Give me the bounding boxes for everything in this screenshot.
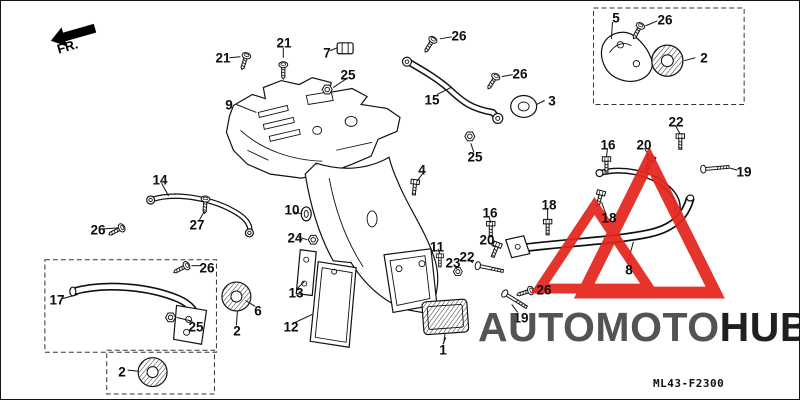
part-callout-21: 21 (276, 35, 292, 51)
nut-icon (464, 131, 476, 142)
part-callout-18: 18 (541, 197, 557, 213)
nut-icon (165, 312, 177, 323)
part-callout-16: 16 (600, 137, 616, 153)
leader-lines (62, 20, 738, 372)
bolt-icon (435, 253, 444, 268)
part-callout-21: 21 (215, 50, 231, 66)
subassembly-box-left (44, 259, 217, 353)
nut-icon (321, 84, 333, 95)
part-callout-20: 20 (479, 232, 495, 248)
long-bolt-icon (699, 162, 730, 174)
watermark-brand-primary: AUTOMOTO (478, 304, 720, 350)
part-callout-23: 23 (445, 255, 461, 271)
part-callout-11: 11 (429, 239, 445, 255)
screw-icon (483, 71, 502, 92)
part-callout-8: 8 (625, 262, 633, 278)
part-callout-26: 26 (657, 12, 673, 28)
part-callout-26: 26 (90, 222, 106, 238)
screw-icon (421, 34, 439, 55)
part-callout-20: 20 (636, 137, 652, 153)
subassembly-box-bottom-left (106, 349, 215, 395)
watermark-brand-secondary: HUB (719, 304, 799, 350)
part-callout-5: 5 (612, 10, 620, 26)
bolt-icon (542, 218, 553, 236)
part-callout-6: 6 (254, 303, 262, 319)
part-callout-25: 25 (467, 149, 483, 165)
part-15-bracket-arm (401, 56, 504, 124)
part-callout-24: 24 (287, 230, 303, 246)
part-callout-2: 2 (118, 364, 126, 380)
part-callout-16: 16 (482, 205, 498, 221)
reflector-icon (651, 44, 684, 77)
part-callout-26: 26 (199, 260, 215, 276)
part-callout-2: 2 (700, 50, 708, 66)
part-1-reflector-unit (421, 298, 470, 344)
part-10-collar (300, 206, 312, 222)
part-callout-26: 26 (451, 28, 467, 44)
part-callout-10: 10 (284, 202, 300, 218)
part-rear-fender-body (300, 156, 439, 315)
part-9-upper-cover (225, 76, 401, 179)
screw-icon (171, 259, 192, 277)
part-callout-12: 12 (283, 319, 299, 335)
long-bolt-icon (473, 260, 505, 276)
part-callout-22: 22 (459, 249, 475, 265)
reflector-icon (137, 357, 168, 388)
part-callout-3: 3 (548, 93, 556, 109)
subassembly-box-top-right (593, 7, 745, 105)
part-callout-19: 19 (736, 164, 752, 180)
part-7-clip (336, 42, 354, 55)
part-5-bracket (600, 31, 653, 82)
bolt-icon (675, 133, 685, 150)
part-callout-1: 1 (439, 342, 447, 358)
part-14-stay (146, 193, 254, 238)
screw-icon (106, 222, 127, 239)
part-callout-15: 15 (424, 92, 440, 108)
part-callout-13: 13 (288, 285, 304, 301)
part-callout-17: 17 (49, 292, 65, 308)
part-callout-18: 18 (601, 210, 617, 226)
part-callout-25: 25 (188, 319, 204, 335)
part-callout-26: 26 (512, 66, 528, 82)
part-callout-9: 9 (225, 97, 233, 113)
part-callout-22: 22 (668, 114, 684, 130)
part-3-grommet (510, 94, 538, 119)
part-callout-26: 26 (536, 282, 552, 298)
part-callout-27: 27 (189, 217, 205, 233)
screw-icon (278, 61, 289, 80)
diagram-code: ML43-F2300 (653, 377, 725, 390)
screw-icon (237, 51, 252, 72)
part-callout-4: 4 (418, 162, 426, 178)
part-callout-7: 7 (323, 45, 331, 61)
nut-icon (307, 234, 319, 245)
part-callout-25: 25 (340, 67, 356, 83)
part-12-mud-flap (309, 261, 357, 348)
part-callout-14: 14 (152, 172, 168, 188)
screw-icon (199, 195, 211, 215)
part-callout-2: 2 (233, 323, 241, 339)
triangle-logo-icon (530, 146, 725, 299)
watermark-brand: AUTOMOTOHUB (478, 304, 799, 350)
part-17-grab-rail (69, 282, 208, 345)
bolt-icon (409, 178, 421, 196)
reflector-icon (221, 281, 252, 312)
fr-arrow-icon (50, 23, 97, 47)
part-callout-19: 19 (513, 310, 529, 326)
